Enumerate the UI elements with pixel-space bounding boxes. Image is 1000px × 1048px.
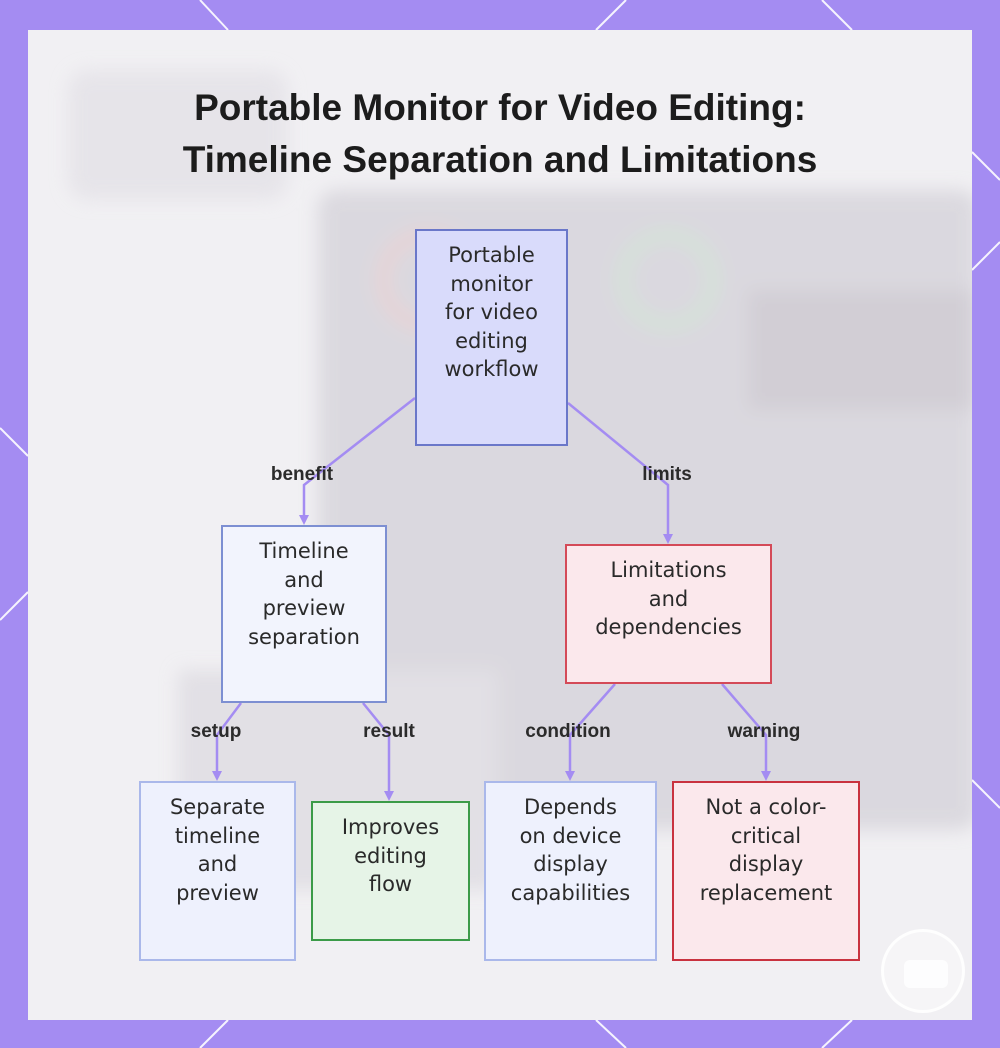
node-label: Depends on device display capabilities [510,795,631,905]
node-label: Improves editing flow [341,815,440,896]
node-timeline-separation: Timeline and preview separation [221,525,387,703]
edge-label-condition: condition [525,721,611,742]
node-not-color-critical: Not a color- critical display replacemen… [672,781,860,961]
node-limitations: Limitations and dependencies [565,544,772,684]
edge-label-warning: warning [727,721,801,742]
edge-limits [567,402,673,544]
edge-benefit [299,397,416,525]
edge-label-benefit: benefit [270,464,334,485]
edge-label-limits: limits [642,464,692,485]
node-improves-flow: Improves editing flow [311,801,470,941]
title-line-2: Timeline Separation and Limitations [182,139,818,180]
edge-condition [565,683,616,781]
node-depends-display: Depends on device display capabilities [484,781,657,961]
node-root-portable-monitor: Portable monitor for video editing workf… [415,229,568,446]
edge-label-setup: setup [190,721,242,742]
node-label: Separate timeline and preview [169,795,266,905]
edge-label-result: result [363,721,415,742]
node-label: Timeline and preview separation [248,539,360,649]
node-separate-timeline: Separate timeline and preview [139,781,296,961]
edge-result [362,702,394,801]
chat-bubble-icon [904,960,948,988]
node-label: Not a color- critical display replacemen… [699,795,833,905]
diagram-edges [212,397,771,801]
chat-button[interactable] [881,929,965,1013]
diagram-canvas: Portable Monitor for Video Editing: Time… [28,30,972,1020]
title-line-1: Portable Monitor for Video Editing: [194,87,806,128]
node-label: Limitations and dependencies [595,558,742,639]
page-title: Portable Monitor for Video Editing: Time… [28,82,972,186]
edge-warning [721,683,771,781]
node-label: Portable monitor for video editing workf… [444,243,539,381]
edge-setup [212,702,242,781]
